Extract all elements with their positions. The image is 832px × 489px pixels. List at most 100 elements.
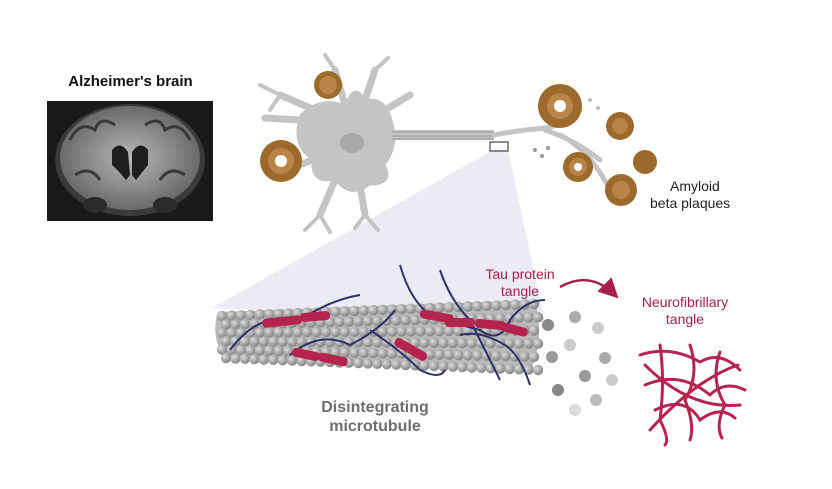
tubulin-bead [249, 353, 260, 365]
tubulin-bead [424, 349, 436, 360]
tubulin-bead [249, 336, 260, 347]
tubulin-bead [509, 299, 521, 310]
tubulin-bead [466, 362, 477, 373]
tubulin-bead [287, 355, 298, 366]
tubulin-bead [239, 318, 251, 330]
tubulin-bead [358, 347, 369, 359]
tubulin-bead [519, 351, 530, 362]
tubulin-bead [405, 303, 417, 314]
amyloid-label: Amyloid beta plaques [650, 178, 730, 212]
tubulin-bead [230, 353, 241, 364]
tubulin-bead [528, 325, 540, 336]
tubulin-bead [273, 308, 284, 319]
tubulin-bead [472, 301, 483, 312]
tubulin-bead [339, 347, 351, 358]
tubulin-bead [349, 305, 360, 317]
tubulin-bead [277, 355, 288, 366]
tubulin-bead [462, 301, 473, 312]
tubulin-bead [220, 319, 232, 330]
tubulin-bead [339, 306, 351, 317]
tubulin-bead [438, 361, 449, 372]
tubulin-bead [532, 312, 544, 323]
tubulin-bead [362, 337, 373, 348]
tubulin-bead [230, 319, 241, 330]
tubulin-bead [409, 314, 421, 326]
tubulin-bead [443, 349, 455, 360]
tubulin-bead [532, 338, 544, 349]
tubulin-bead [334, 316, 345, 327]
tubulin-bead [400, 315, 411, 326]
tubulin-bead [216, 344, 228, 355]
tau-protein-segments [262, 309, 528, 367]
tubulin-bead [264, 327, 275, 338]
tubulin-bead [362, 315, 373, 327]
tau-label-line2: tangle [500, 282, 540, 299]
tubulin-bead [235, 344, 247, 356]
tubulin-bead [239, 336, 251, 347]
tubulin-bead [273, 327, 284, 338]
tubulin-bead [258, 354, 269, 365]
tubulin-bead [400, 359, 411, 371]
tubulin-bead [500, 299, 511, 311]
tubulin-bead [368, 305, 379, 316]
zoom-wedge [212, 150, 545, 322]
tubulin-bead [472, 350, 483, 361]
tubulin-bead [273, 345, 284, 357]
tubulin-bead [443, 302, 455, 313]
tubulin-bead [453, 349, 464, 361]
tubulin-bead [495, 363, 506, 374]
tubulin-bead [447, 361, 459, 372]
tubulin-bead [453, 325, 464, 337]
tubulin-bead [264, 309, 275, 320]
tubulin-bead [466, 337, 477, 349]
tubulin-bead [254, 327, 265, 338]
tubulin-bead [320, 326, 332, 338]
tubulin-bead [523, 338, 534, 349]
tubulin-bead [415, 326, 426, 337]
tubulin-bead [287, 336, 298, 347]
tubulin-bead [226, 344, 237, 355]
tubulin-bead [434, 325, 445, 337]
tubulin-bead [264, 345, 275, 356]
curved-arrow-icon [559, 277, 619, 299]
microtubule-label: Disintegrating microtubule [300, 398, 450, 436]
tubulin-bead [372, 358, 383, 369]
tubulin-bead [419, 360, 430, 371]
tubulin-bead [434, 349, 445, 360]
tubulin-bead [504, 338, 515, 349]
tubulin-bead [438, 337, 449, 349]
tau-protein-fibers [229, 264, 546, 386]
brain-title: Alzheimer's brain [68, 73, 193, 90]
tubulin-bead [391, 359, 402, 370]
tubulin-bead [405, 326, 417, 337]
tubulin-bead [485, 338, 496, 349]
tubulin-bead [245, 327, 256, 338]
tubulin-bead [258, 336, 269, 347]
tubulin-bead [245, 309, 256, 321]
neurofibrillary-tangle-icon [638, 343, 747, 447]
tubulin-bead [443, 325, 455, 337]
tubulin-bead [235, 310, 247, 321]
tubulin-bead [396, 326, 407, 337]
tubulin-bead [428, 360, 440, 372]
tubulin-bead [349, 347, 360, 358]
tubulin-bead [324, 336, 336, 348]
tubulin-bead [353, 316, 364, 327]
tubulin-bead [528, 351, 540, 362]
tubulin-bead [428, 337, 440, 348]
tubulin-bead [245, 345, 256, 356]
amyloid-plaque-icon [260, 71, 657, 206]
tubulin-bead [283, 327, 294, 338]
mri-coronal-slice-icon [47, 101, 213, 221]
nft-label-line2: tangle [665, 310, 705, 327]
tubulin-bead [311, 326, 322, 338]
tubulin-bead [481, 300, 492, 311]
tubulin-bead [226, 310, 237, 321]
tubulin-bead [372, 315, 383, 327]
tubulin-bead [230, 336, 241, 347]
tubulin-bead [277, 336, 288, 347]
tubulin-bead [301, 326, 313, 338]
tubulin-bead [377, 326, 388, 337]
tubulin-bead [457, 337, 468, 349]
